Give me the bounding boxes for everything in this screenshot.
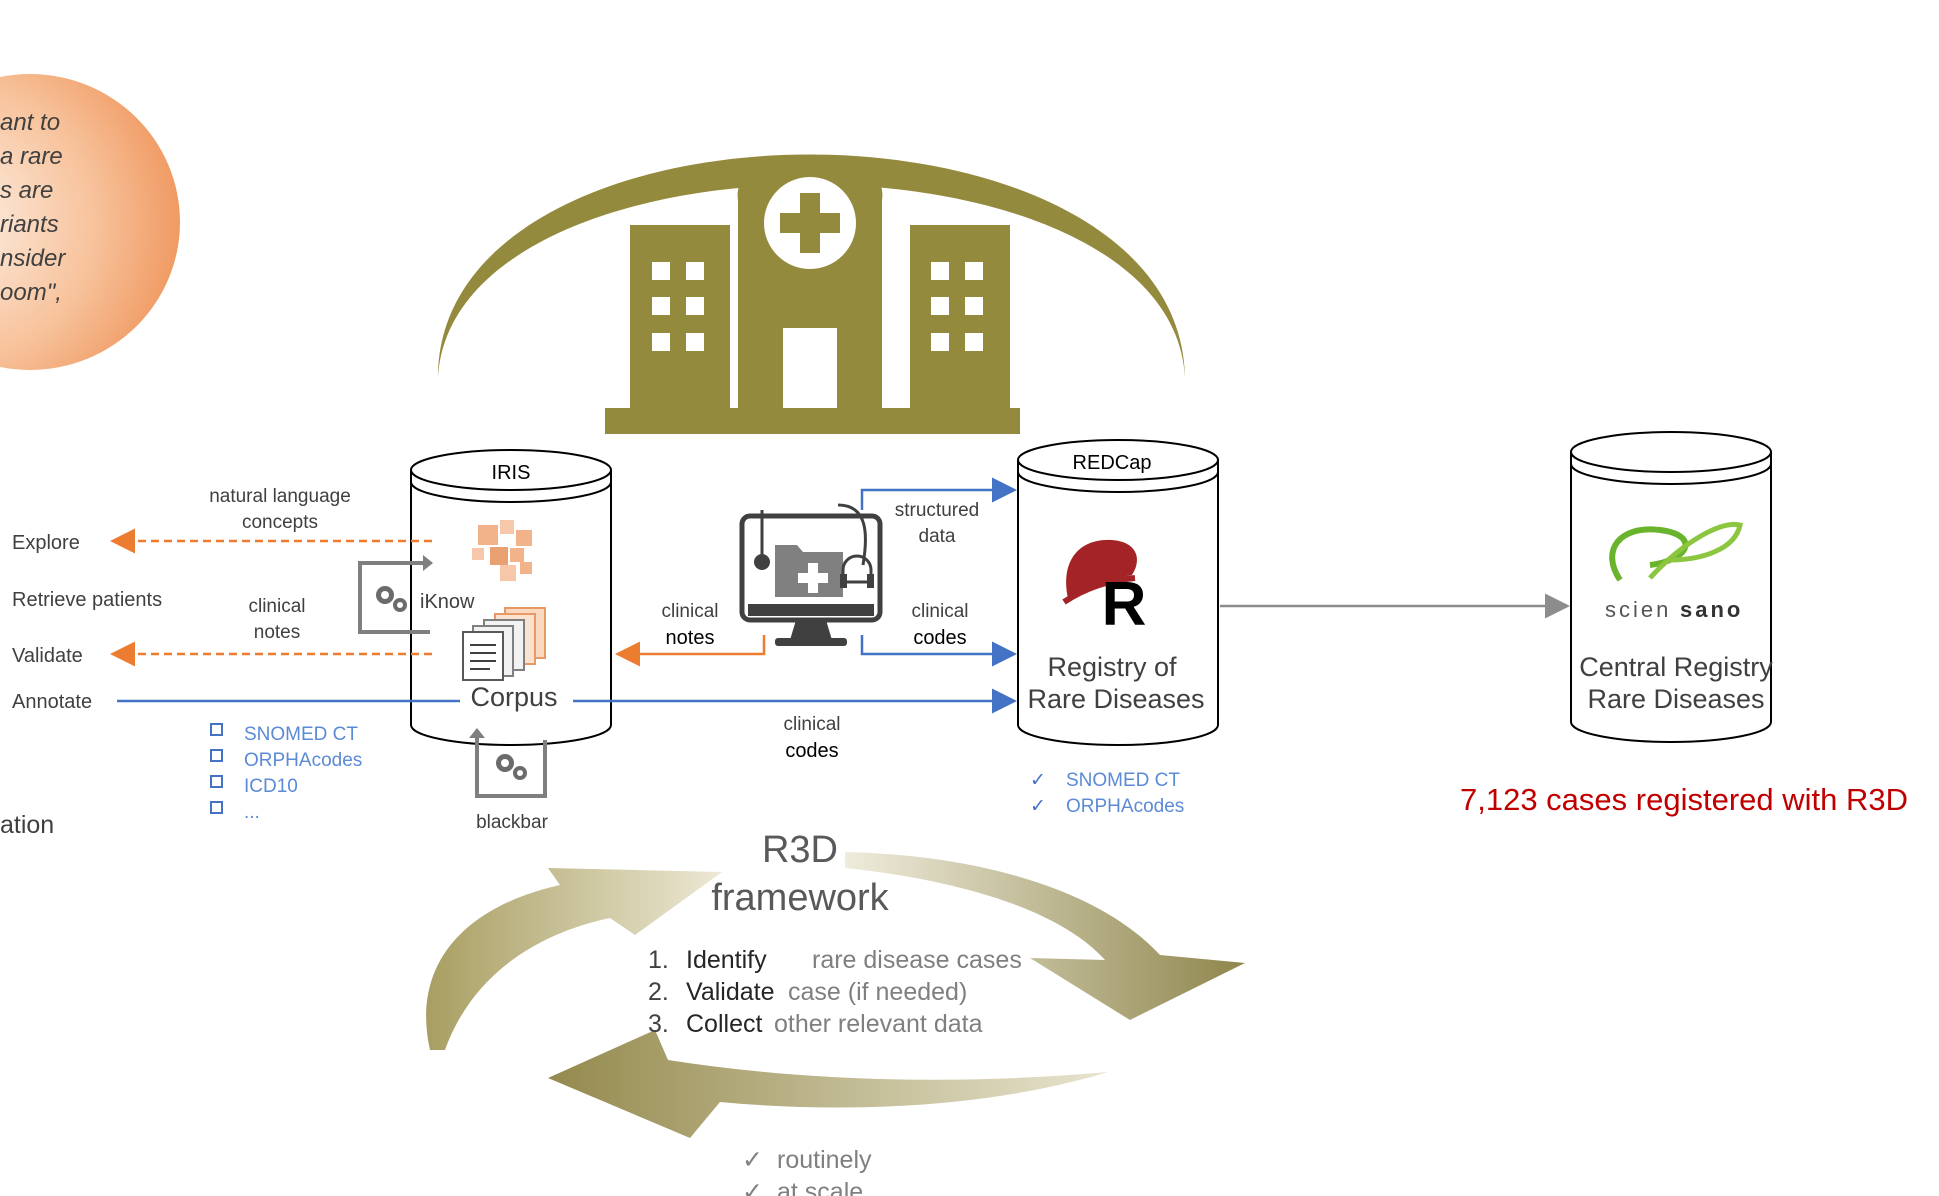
iris-code-item: SNOMED CT: [244, 724, 358, 745]
redcap-code-item: ORPHAcodes: [1066, 796, 1184, 817]
svg-text:1.: 1.: [648, 946, 669, 974]
corpus-label: Corpus: [470, 682, 557, 712]
step-bold: Collect: [686, 1010, 762, 1038]
svg-text:✓: ✓: [1030, 796, 1046, 817]
redcap-database: REDCap R Registry of Rare Diseases: [1017, 439, 1219, 746]
step-number: 3.: [648, 1010, 669, 1038]
blackbar-processor: blackbar: [469, 728, 549, 833]
iknow-processor: iKnow: [358, 555, 475, 634]
label-natural-language: natural language: [209, 486, 351, 507]
label-notes: notes: [254, 622, 300, 643]
iris-code-item: ...: [244, 802, 260, 823]
blackbar-label: blackbar: [476, 812, 548, 833]
step-bold: Validate: [686, 978, 775, 1006]
step-bold: Identify: [686, 946, 767, 974]
gear-icon: [496, 754, 527, 780]
quote-line: s are: [0, 177, 53, 204]
svg-text:3.: 3.: [648, 1010, 669, 1038]
codes-arrow: [860, 635, 1017, 667]
quote-line: oom",: [0, 279, 62, 306]
iris-code-list: SNOMED CT ORPHAcodes ICD10 ...: [210, 723, 362, 823]
svg-text:Identify: Identify: [686, 946, 767, 974]
central-label-1: Central Registry: [1579, 652, 1773, 682]
iris-code-item: ORPHAcodes: [244, 750, 362, 771]
hospital-icon: [605, 164, 1020, 434]
action-retrieve-patients: Retrieve patients: [12, 589, 162, 611]
notes-to-iris-arrow: [615, 635, 766, 667]
quote-line: ant to: [0, 109, 60, 136]
label-notes: notes: [666, 627, 715, 649]
computer-icon: [739, 503, 883, 646]
label-clinical: clinical: [248, 596, 305, 617]
label-structured: structured: [895, 500, 979, 521]
quote-line: riants: [0, 211, 59, 238]
label-clinical: clinical: [661, 601, 718, 622]
framework-title-1: R3D: [762, 829, 838, 871]
step-rest: rare disease cases: [812, 946, 1022, 974]
sciensano-text-a: scien: [1605, 597, 1671, 622]
label-data: data: [919, 526, 956, 547]
r-logo: R: [1102, 570, 1147, 639]
iknow-label: iKnow: [420, 591, 475, 613]
svg-text:Validate: Validate: [686, 978, 775, 1006]
central-label-2: Rare Diseases: [1587, 684, 1764, 714]
svg-text:case (if needed): case (if needed): [788, 978, 967, 1006]
check-item: routinely: [777, 1146, 872, 1174]
svg-text:2.: 2.: [648, 978, 669, 1006]
registry-label-2: Rare Diseases: [1027, 684, 1204, 714]
framework-title-2: framework: [711, 877, 889, 919]
cases-count: 7,123 cases registered with R3D: [1460, 782, 1908, 817]
svg-text:Collect: Collect: [686, 1010, 762, 1038]
svg-text:✓: ✓: [1030, 770, 1046, 791]
redcap-code-list: ✓ ✓ SNOMED CT ORPHAcodes: [1030, 770, 1184, 817]
iknow-icon: [472, 520, 532, 581]
quote-line: nsider: [0, 245, 66, 272]
label-clinical: clinical: [783, 714, 840, 735]
iris-label: IRIS: [492, 462, 531, 484]
redcap-label: REDCap: [1073, 452, 1152, 474]
svg-text:rare disease cases: rare disease cases: [812, 946, 1022, 974]
sciensano-text-b: sano: [1680, 597, 1743, 622]
check-icon: ✓: [742, 1178, 763, 1196]
step-rest: case (if needed): [788, 978, 967, 1006]
label-codes: codes: [785, 740, 838, 762]
gear-icon: [376, 586, 407, 612]
quote-bubble: ant to a rare s are riants nsider oom",: [0, 74, 180, 370]
step-number: 2.: [648, 978, 669, 1006]
label-codes: codes: [913, 627, 966, 649]
iris-code-item: ICD10: [244, 776, 298, 797]
quote-line: a rare: [0, 143, 63, 170]
redcap-code-item: SNOMED CT: [1066, 770, 1180, 791]
redcap-cap-logo: [1062, 539, 1138, 605]
cycle-arrows: [426, 852, 1245, 1138]
structured-data-arrow: [860, 477, 1017, 510]
framework-steps: 1. Identify rare disease cases 2. Valida…: [648, 946, 1022, 1038]
svg-text:other relevant data: other relevant data: [774, 1010, 983, 1038]
cut-off-label: ation: [0, 811, 54, 839]
label-concepts: concepts: [242, 512, 318, 533]
step-number: 1.: [648, 946, 669, 974]
documents-icon: [462, 607, 546, 681]
registry-label-1: Registry of: [1047, 652, 1177, 682]
label-clinical: clinical: [911, 601, 968, 622]
check-icon: ✓: [742, 1146, 763, 1174]
action-validate: Validate: [12, 645, 83, 667]
action-explore: Explore: [12, 532, 80, 554]
action-annotate: Annotate: [12, 691, 92, 713]
central-registry-database: scien sano Central Registry Rare Disease…: [1570, 431, 1773, 743]
sciensano-logo: [1609, 521, 1743, 582]
check-item: at scale: [777, 1178, 863, 1196]
framework-checks: ✓ ✓ routinely at scale: [742, 1146, 872, 1196]
step-rest: other relevant data: [774, 1010, 983, 1038]
